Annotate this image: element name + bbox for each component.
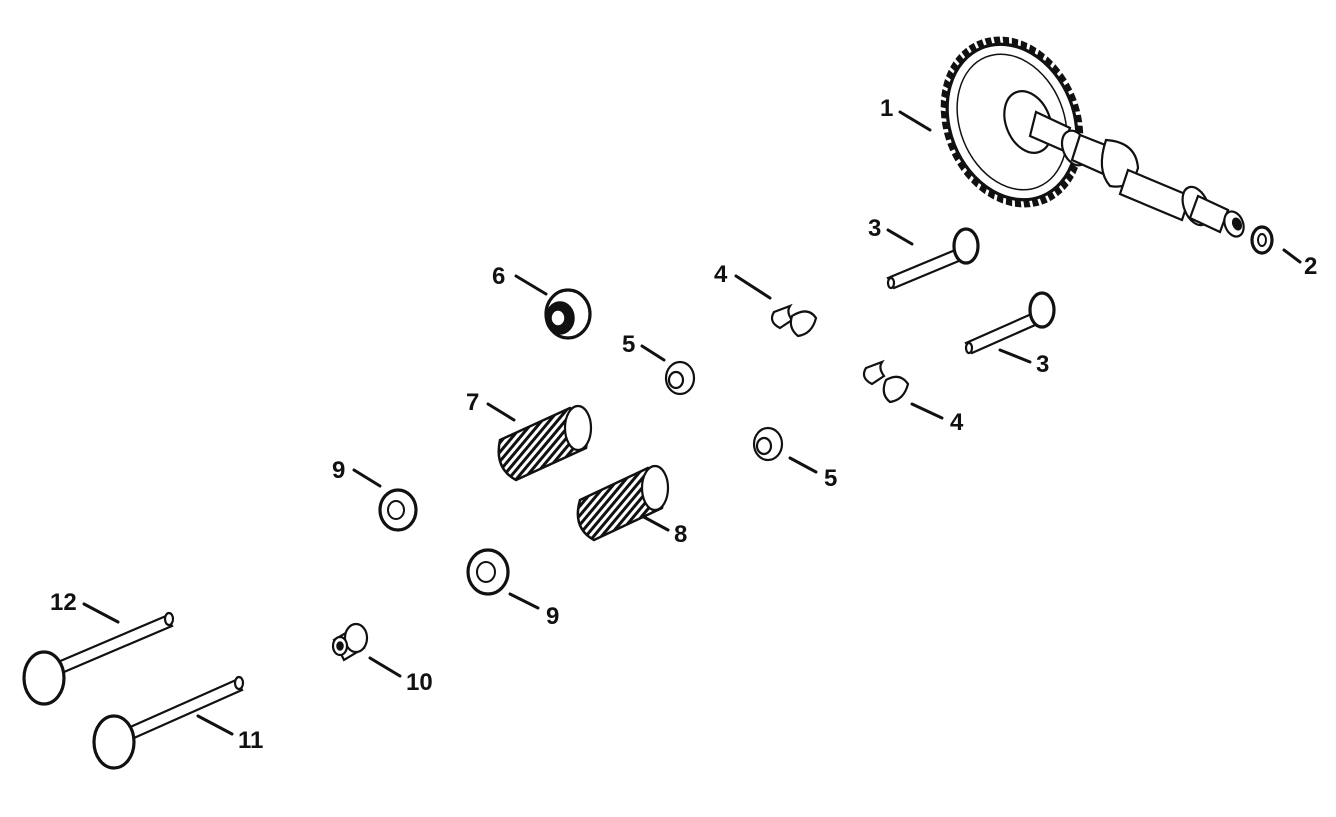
tappet-part-3a <box>886 227 980 290</box>
guide-top <box>343 622 369 654</box>
leader-3a <box>886 228 914 246</box>
spring-part-8 <box>576 464 670 542</box>
valve-head <box>22 650 66 706</box>
retainer-part-5b <box>752 426 784 462</box>
valve-head <box>92 714 136 770</box>
shaft-segment-3 <box>1118 168 1192 222</box>
callout-9a: 9 <box>332 457 345 484</box>
callout-1: 1 <box>880 95 893 122</box>
washer-hole <box>1257 233 1267 247</box>
tappet-stem-end <box>886 276 896 290</box>
guide-bore <box>336 641 344 651</box>
callout-3b: 3 <box>1036 351 1049 378</box>
callout-2: 2 <box>1304 253 1317 280</box>
gear-inner-rim <box>956 53 1068 191</box>
washer-hole <box>476 561 496 583</box>
washer-hole <box>387 500 405 520</box>
callout-9b: 9 <box>546 603 559 630</box>
valve-stem-tip <box>233 675 245 691</box>
leader-9b <box>508 592 540 610</box>
spring-part-7 <box>497 404 593 482</box>
callout-11: 11 <box>238 727 263 754</box>
leader-4a <box>734 274 772 300</box>
spring-end <box>640 464 670 512</box>
keeper-half-left <box>862 359 886 386</box>
valve-stem <box>56 614 174 674</box>
leader-7 <box>486 402 516 422</box>
keeper-part-4b <box>862 359 910 404</box>
tappet-head <box>1028 291 1056 329</box>
valve-stem-tip <box>163 611 175 627</box>
washer-part-9a <box>378 488 418 532</box>
leader-12 <box>82 602 120 624</box>
tappet-head <box>952 227 980 265</box>
callout-6: 6 <box>492 263 505 290</box>
leader-1 <box>898 110 932 132</box>
leader-11 <box>196 714 234 736</box>
retainer-part-5a <box>664 360 696 396</box>
leader-3b <box>998 348 1032 364</box>
leader-5b <box>788 456 818 474</box>
callout-labels: 1 2 3 3 4 4 5 5 6 7 8 9 9 10 11 12 <box>50 95 1317 754</box>
leader-4b <box>910 402 944 420</box>
leader-2 <box>1282 248 1302 264</box>
camshaft-gear-part <box>940 36 1245 238</box>
keeper-part-4a <box>770 303 818 338</box>
callout-4a: 4 <box>714 261 728 288</box>
washer-part-9b <box>466 548 510 596</box>
guide-part-10 <box>331 622 369 662</box>
callout-5b: 5 <box>824 465 837 492</box>
leader-10 <box>368 656 402 678</box>
callout-5a: 5 <box>622 331 635 358</box>
leader-5a <box>640 344 666 362</box>
shaft-end-bore <box>1231 217 1243 231</box>
leader-6 <box>514 274 548 296</box>
callout-4b: 4 <box>950 409 964 436</box>
keeper-half-left <box>770 303 794 330</box>
retainer-boss <box>755 436 773 456</box>
leader-9a <box>352 468 382 488</box>
leader-8 <box>640 514 670 532</box>
shaft-segment-4 <box>1188 194 1230 234</box>
callout-8: 8 <box>674 521 687 548</box>
tappet-stem-end <box>964 341 974 355</box>
callout-12: 12 <box>50 589 77 616</box>
valve-part-11 <box>92 675 245 770</box>
tappet-part-3b <box>964 291 1056 355</box>
callout-10: 10 <box>406 669 433 696</box>
spring-end <box>563 404 593 452</box>
callout-7: 7 <box>466 389 479 416</box>
valve-part-12 <box>22 611 175 706</box>
washer-part-2 <box>1250 225 1274 255</box>
retainer-boss <box>667 370 685 390</box>
keeper-half-right <box>882 375 910 404</box>
callout-3a: 3 <box>868 215 881 242</box>
seal-bore <box>550 309 566 327</box>
leader-lines <box>82 110 1302 736</box>
seal-part-6 <box>544 288 592 340</box>
keeper-half-right <box>789 310 818 338</box>
